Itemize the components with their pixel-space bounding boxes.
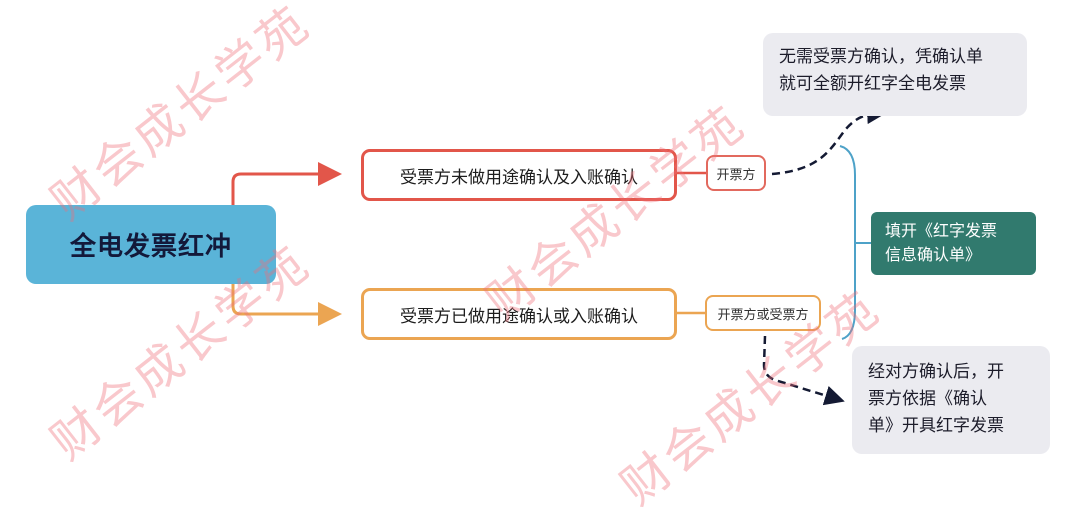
branch-node-unconfirmed: 受票方未做用途确认及入账确认 (361, 149, 677, 201)
branch-label: 受票方未做用途确认及入账确认 (400, 167, 638, 188)
note-line: 无需受票方确认，凭确认单 (779, 47, 983, 67)
branch-node-confirmed: 受票方已做用途确认或入账确认 (361, 288, 677, 340)
root-label: 全电发票红冲 (69, 232, 232, 262)
note-line: 单》开具红字发票 (868, 416, 1004, 436)
root-node: 全电发票红冲 (26, 205, 276, 284)
note-line: 票方依据《确认 (868, 389, 987, 409)
summary-bracket (839, 145, 856, 340)
summary-node: 填开《红字发票 信息确认单》 (871, 212, 1036, 275)
dashed-arrow-top (771, 104, 887, 176)
root-to-bottom-branch-arrow (231, 284, 342, 326)
tag-label: 开票方 (716, 167, 756, 183)
tag-label: 开票方或受票方 (717, 307, 809, 323)
tag-node-issuer: 开票方 (706, 155, 766, 191)
note-node-top: 无需受票方确认，凭确认单 就可全额开红字全电发票 (763, 33, 1027, 116)
summary-line: 填开《红字发票 (885, 221, 998, 240)
branch-label: 受票方已做用途确认或入账确认 (400, 306, 638, 327)
root-to-top-branch-arrow (231, 162, 342, 205)
note-node-bottom: 经对方确认后，开 票方依据《确认 单》开具红字发票 (852, 346, 1050, 454)
summary-line: 信息确认单》 (885, 245, 982, 264)
tag-node-issuer-or-recipient: 开票方或受票方 (705, 295, 821, 331)
note-line: 就可全额开红字全电发票 (779, 74, 966, 94)
note-line: 经对方确认后，开 (868, 362, 1004, 382)
dashed-arrow-bottom (762, 335, 845, 406)
